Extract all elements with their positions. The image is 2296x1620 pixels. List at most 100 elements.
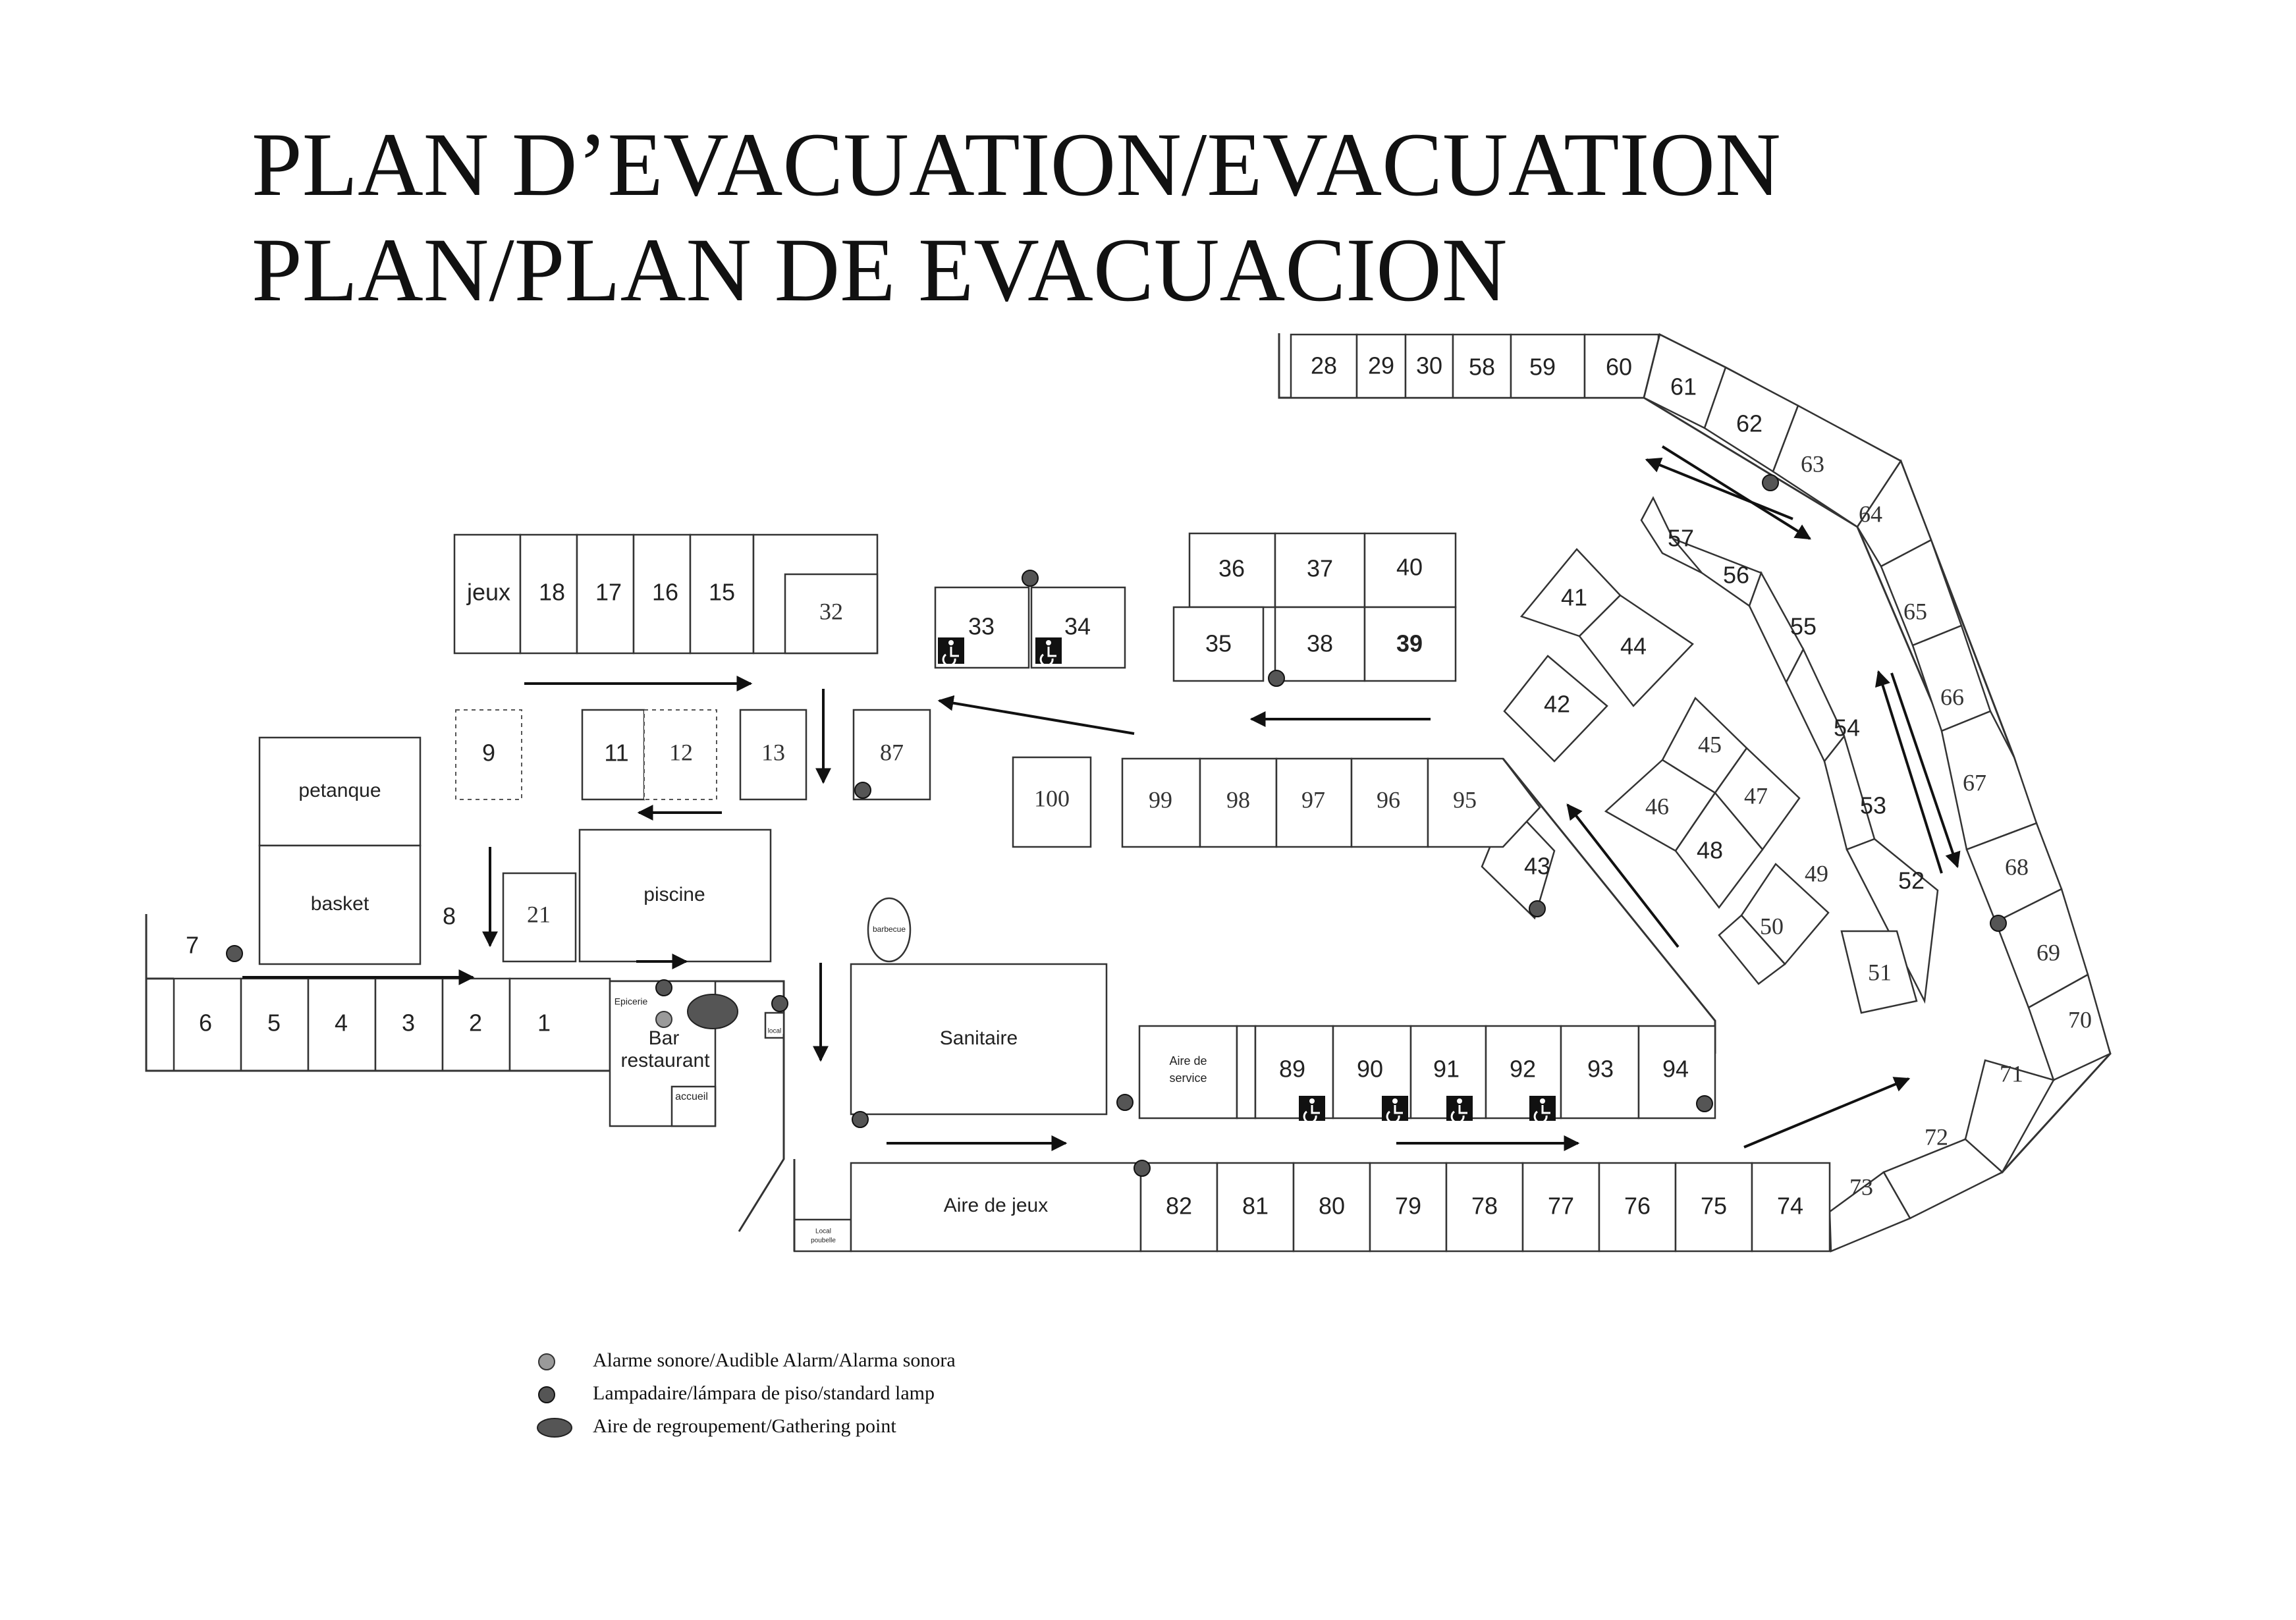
pitch-33-label: 33: [968, 613, 995, 640]
pitch-5-label: 5: [267, 1010, 281, 1037]
pitch-54-label: 54: [1834, 715, 1860, 742]
evacuation-arrow: [1645, 457, 1793, 520]
pitch-79-label: 79: [1395, 1193, 1421, 1220]
pitch-28: [1290, 333, 1358, 399]
pitch-87-label: 87: [880, 739, 904, 765]
jeux-area: [453, 533, 522, 655]
reception-block: Epicerie Bar restaurant accueil local: [609, 980, 785, 1127]
service-spacer: [1236, 1025, 1257, 1120]
pitch-21-label: 21: [527, 901, 551, 927]
sanitaire-label: Sanitaire: [940, 1027, 1018, 1049]
pitch-92-label: 92: [1510, 1056, 1536, 1083]
pitch-77-label: 77: [1548, 1193, 1574, 1220]
pitch-46-label: 46: [1645, 793, 1669, 819]
epicerie-label: Epicerie: [615, 996, 648, 1007]
jeux-label: jeux: [466, 579, 510, 606]
legend: Alarme sonore/Audible Alarm/Alarma sonor…: [537, 1349, 956, 1438]
pitch-82: [1139, 1162, 1218, 1253]
pitch-38: [1274, 606, 1366, 682]
pitch-13-label: 13: [761, 739, 785, 765]
pitch-96-label: 96: [1377, 786, 1400, 813]
middle-row-pitches: 9 11 12 13 87 100: [455, 709, 1092, 848]
pitch-42-label: 42: [1544, 691, 1570, 718]
pitch-80: [1292, 1162, 1371, 1253]
pitch-59: [1510, 333, 1586, 399]
pitch-5: [240, 977, 310, 1072]
north-west-block: jeux 18 17 16 15 32: [453, 533, 879, 655]
pitch-89-label: 89: [1279, 1056, 1305, 1083]
wheelchair-icon: [938, 637, 964, 666]
pitch-47-label: 47: [1744, 782, 1768, 809]
top-row-pitches: 28 29 30 58 59 60: [1278, 333, 1660, 399]
piscine-label: piscine: [643, 884, 705, 905]
pitch-40: [1363, 532, 1457, 608]
piscine-building: [578, 828, 772, 963]
pitch-48-label: 48: [1697, 837, 1723, 864]
pitch-63-label: 63: [1801, 450, 1824, 477]
pitch-76-label: 76: [1624, 1193, 1651, 1220]
pitch-71-label: 71: [2000, 1060, 2023, 1087]
pitch-53-label: 53: [1860, 792, 1886, 819]
standard-lamp-marker: [538, 1386, 555, 1403]
pitch-74-label: 74: [1777, 1193, 1803, 1220]
title-line-1: PLAN D’EVACUATION/EVACUATION: [252, 114, 1781, 215]
pitch-45-label: 45: [1698, 731, 1722, 757]
pitch-44-label: 44: [1620, 633, 1647, 660]
pitch-66-label: 66: [1940, 684, 1964, 710]
petanque-court: [258, 736, 422, 847]
east-inner-pitches: 57 56 55 54 53 52 51: [1640, 496, 1939, 1014]
pitch-59-label: 59: [1529, 354, 1556, 381]
pitch-3-label: 3: [402, 1010, 415, 1037]
pitch-35-label: 35: [1205, 630, 1232, 657]
pitch-40-label: 40: [1396, 554, 1423, 581]
standard-lamp-marker: [852, 1111, 869, 1128]
pitch-80-label: 80: [1319, 1193, 1345, 1220]
pitch-78-label: 78: [1471, 1193, 1498, 1220]
pitch-62-label: 62: [1736, 410, 1763, 437]
barbecue-label: barbecue: [873, 925, 906, 934]
standard-lamp-marker: [771, 995, 788, 1012]
standard-lamp-marker: [1022, 570, 1039, 587]
pitch-56-label: 56: [1723, 562, 1749, 589]
pitch-36: [1188, 532, 1276, 608]
pitch-33: [934, 586, 1030, 669]
wheelchair-icon: [1299, 1096, 1325, 1123]
bar-label-2: restaurant: [620, 1050, 710, 1071]
pitch-79: [1369, 1162, 1448, 1253]
pitch-15-label: 15: [709, 579, 735, 606]
pitch-41-label: 41: [1561, 584, 1587, 611]
pitch-57-label: 57: [1668, 525, 1694, 552]
pitch-96: [1350, 757, 1429, 848]
pitch-70-label: 70: [2068, 1006, 2092, 1033]
pitch-65-label: 65: [1903, 598, 1927, 624]
pitch-81: [1216, 1162, 1295, 1253]
pitch-9-label: 9: [482, 740, 495, 767]
pitch-43-label: 43: [1524, 853, 1550, 880]
wheelchair-icon: [1382, 1096, 1408, 1123]
pitch-77: [1521, 1162, 1600, 1253]
local-poubelle: [793, 1218, 852, 1253]
pitch-51-label: 51: [1868, 959, 1892, 985]
aire-de-service: [1138, 1025, 1238, 1120]
aire-de-jeux: [850, 1162, 1142, 1253]
pitch-18-label: 18: [539, 579, 565, 606]
local-poubelle-label-2: poubelle: [811, 1237, 836, 1245]
pitch-52: [1845, 838, 1939, 1004]
standard-lamp-marker: [655, 979, 672, 996]
wheelchair-icon: [1035, 637, 1062, 666]
pitch-34-label: 34: [1064, 613, 1091, 640]
pitch-51: [1840, 930, 1918, 1014]
pitch-49-label: 49: [1805, 860, 1828, 886]
pitch-21: [502, 872, 577, 963]
pitch-99: [1121, 757, 1201, 848]
standard-lamp-marker: [1529, 900, 1546, 917]
pitch-2: [441, 977, 511, 1072]
pitch-99-label: 99: [1149, 786, 1172, 813]
pitch-30-label: 30: [1416, 352, 1442, 379]
site-roads: [738, 1034, 796, 1251]
standard-lamp-marker: [226, 945, 243, 962]
standard-lamp-marker: [1134, 1160, 1151, 1177]
basket-court: [258, 844, 422, 965]
pitch-11-label: 11: [604, 740, 628, 767]
